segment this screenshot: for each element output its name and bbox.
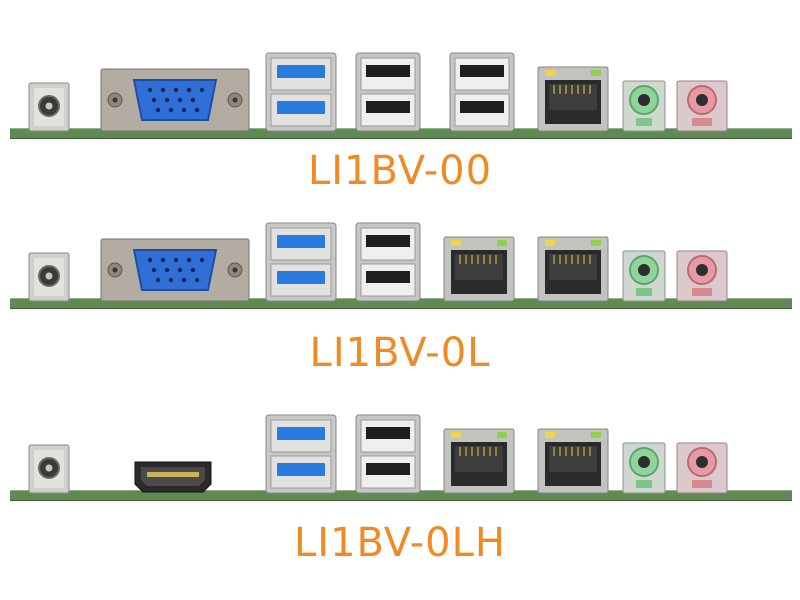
vga-port <box>100 68 250 132</box>
audio-jack-green <box>622 442 666 494</box>
usb3-port-stack <box>265 52 337 132</box>
audio-jack-green <box>622 250 666 302</box>
usb2-port-stack <box>449 52 515 132</box>
vga-port <box>100 238 250 302</box>
dc-power-jack <box>28 82 70 132</box>
usb2-port-stack <box>355 222 421 302</box>
audio-jack-pink <box>676 442 728 494</box>
rj45-ethernet-port <box>537 66 609 132</box>
model-label: LI1BV-00 <box>307 148 493 194</box>
usb3-port-stack <box>265 222 337 302</box>
usb2-port-stack <box>355 414 421 494</box>
rj45-ethernet-port <box>537 428 609 494</box>
model-label: LI1BV-0LH <box>293 520 506 566</box>
dc-power-jack <box>28 252 70 302</box>
usb2-port-stack <box>355 52 421 132</box>
rj45-ethernet-port <box>443 428 515 494</box>
usb3-port-stack <box>265 414 337 494</box>
hdmi-port <box>134 461 212 493</box>
rj45-ethernet-port <box>537 236 609 302</box>
audio-jack-pink <box>676 80 728 132</box>
rj45-ethernet-port <box>443 236 515 302</box>
dc-power-jack <box>28 444 70 494</box>
audio-jack-green <box>622 80 666 132</box>
audio-jack-pink <box>676 250 728 302</box>
model-label: LI1BV-0L <box>309 330 491 376</box>
